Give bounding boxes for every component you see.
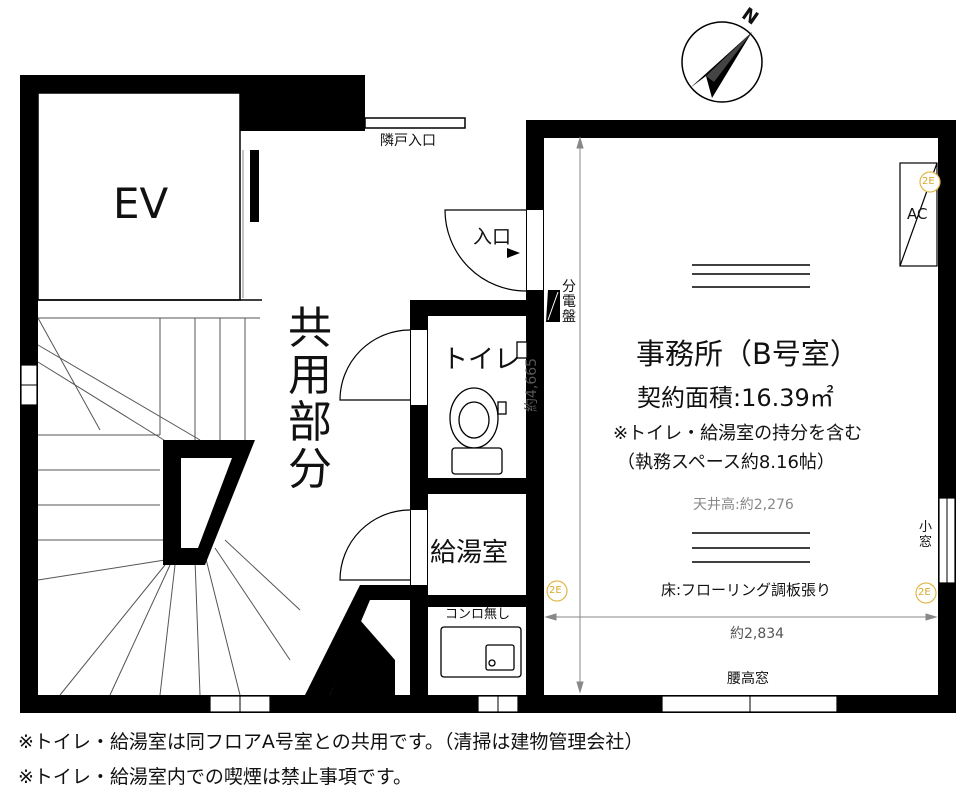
small-window-label: 小 窓 (919, 520, 933, 550)
no-stove-label: コンロ無し (445, 607, 511, 622)
switchboard-label: 分 電 盤 (562, 279, 576, 325)
2e-markers (546, 171, 941, 604)
neighbor-entrance-label: 隣戸入口 (380, 133, 436, 149)
marker-2e: 2E (549, 585, 562, 596)
ac-label: AC (907, 205, 928, 223)
openings (20, 117, 956, 713)
sink-icon (440, 626, 522, 678)
north-compass-icon (681, 21, 763, 103)
door-swings (339, 209, 527, 581)
depth-dimension: 約4,665 (524, 357, 540, 412)
waist-window-label: 腰高窓 (727, 671, 769, 687)
office-title: 事務所（B号室） (636, 337, 859, 371)
floor-finish: 床:フローリング調板張り (661, 581, 832, 599)
ceiling-height: 天井高:約2,276 (693, 497, 794, 513)
width-dimension: 約2,834 (730, 626, 785, 642)
ev-label: EV (113, 179, 169, 228)
walls (20, 75, 956, 713)
contract-area: 契約面積:16.39㎡ (637, 384, 834, 412)
marker-2e: 2E (918, 587, 931, 598)
note-work-space: （執務スペース約8.16帖） (617, 452, 835, 473)
footnote: ※トイレ・給湯室内での喫煙は禁止事項です。 (18, 766, 413, 788)
note-included: ※トイレ・給湯室の持分を含む (613, 423, 863, 444)
entrance-arrow-icon (507, 248, 520, 258)
toilet-label: トイレ (442, 345, 521, 375)
dimension-lines (544, 136, 938, 694)
marker-2e: 2E (922, 176, 935, 187)
toilet-fixture (449, 341, 528, 475)
floor-marks (692, 264, 810, 563)
staircase (37, 317, 301, 696)
common-area-label: 共 用 部 分 (288, 303, 332, 495)
kitchenette-label: 給湯室 (430, 538, 509, 568)
elevator-shaft (37, 92, 241, 301)
footnote: ※トイレ・給湯室は同フロアA号室との共用です。（清掃は建物管理会社） (18, 731, 644, 753)
entrance-label: 入口 (473, 226, 512, 248)
